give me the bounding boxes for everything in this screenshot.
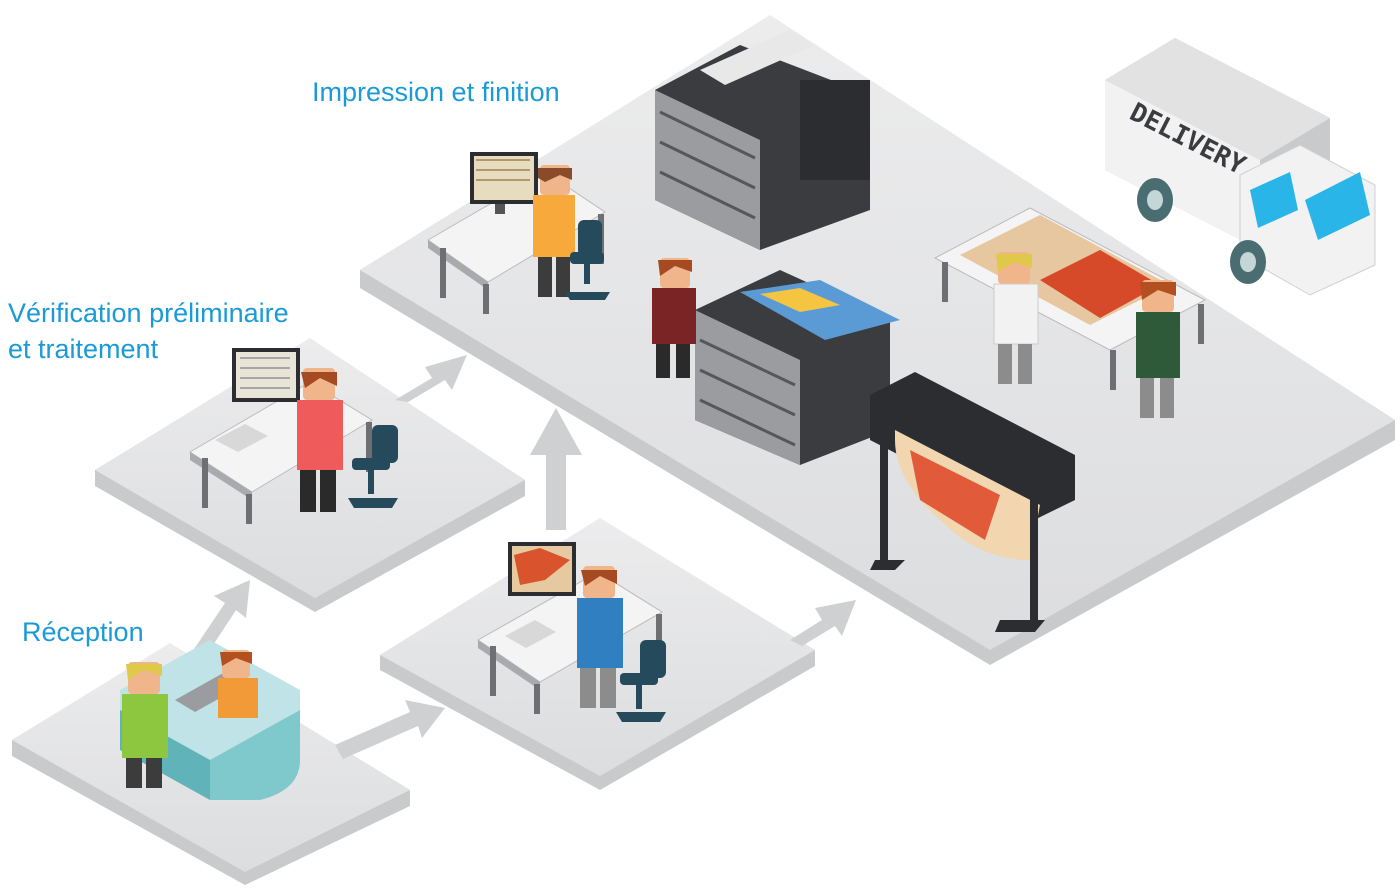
flow-arrow-icon <box>335 700 445 759</box>
person-icon <box>993 252 1039 384</box>
stage-label-reception: Réception <box>22 617 144 647</box>
person-icon <box>218 650 258 718</box>
flow-arrow-icon <box>790 600 856 646</box>
stage-label-verification-line2: et traitement <box>8 334 159 364</box>
stage-label-verification: Vérification préliminaire et traitement <box>8 295 289 367</box>
person-icon <box>652 258 696 378</box>
flow-arrow-icon <box>190 580 250 662</box>
delivery-truck-icon: DELIVERY <box>1105 38 1376 296</box>
flow-arrow-icon <box>530 408 582 530</box>
flow-arrow-icon <box>395 355 467 402</box>
person-icon <box>1136 280 1180 418</box>
person-icon <box>577 566 623 708</box>
person-icon <box>297 368 343 512</box>
chair-icon <box>616 640 666 722</box>
plotter-icon <box>870 372 1075 632</box>
chair-icon <box>565 220 610 300</box>
printer-icon <box>695 270 900 465</box>
person-icon <box>122 662 168 788</box>
stage-label-verification-line1: Vérification préliminaire <box>8 298 289 328</box>
chair-icon <box>348 425 398 508</box>
stage-label-impression: Impression et finition <box>312 77 560 107</box>
person-icon <box>533 165 575 297</box>
printer-icon <box>655 30 870 250</box>
